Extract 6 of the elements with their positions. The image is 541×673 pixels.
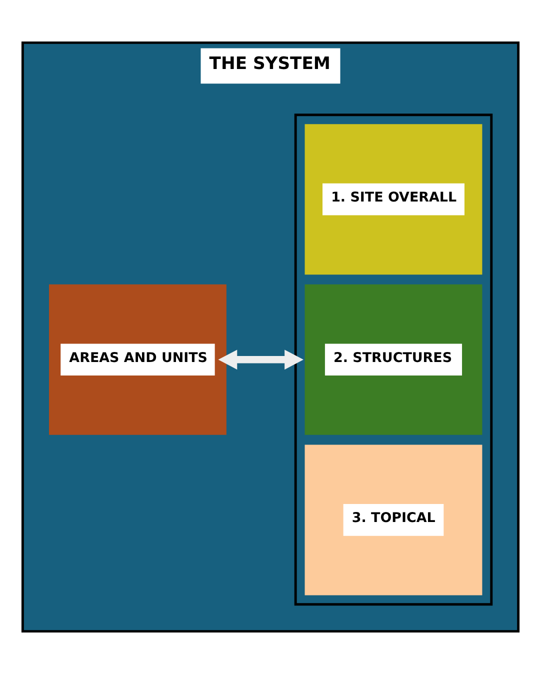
node-box: 3. TOPICAL [304, 444, 482, 595]
node-box: 1. SITE OVERALL [304, 124, 482, 274]
node-box: 2. STRUCTURES [304, 284, 482, 434]
node-box: AREAS AND UNITS [49, 284, 226, 434]
cluster [294, 113, 493, 606]
arrow [218, 349, 304, 370]
